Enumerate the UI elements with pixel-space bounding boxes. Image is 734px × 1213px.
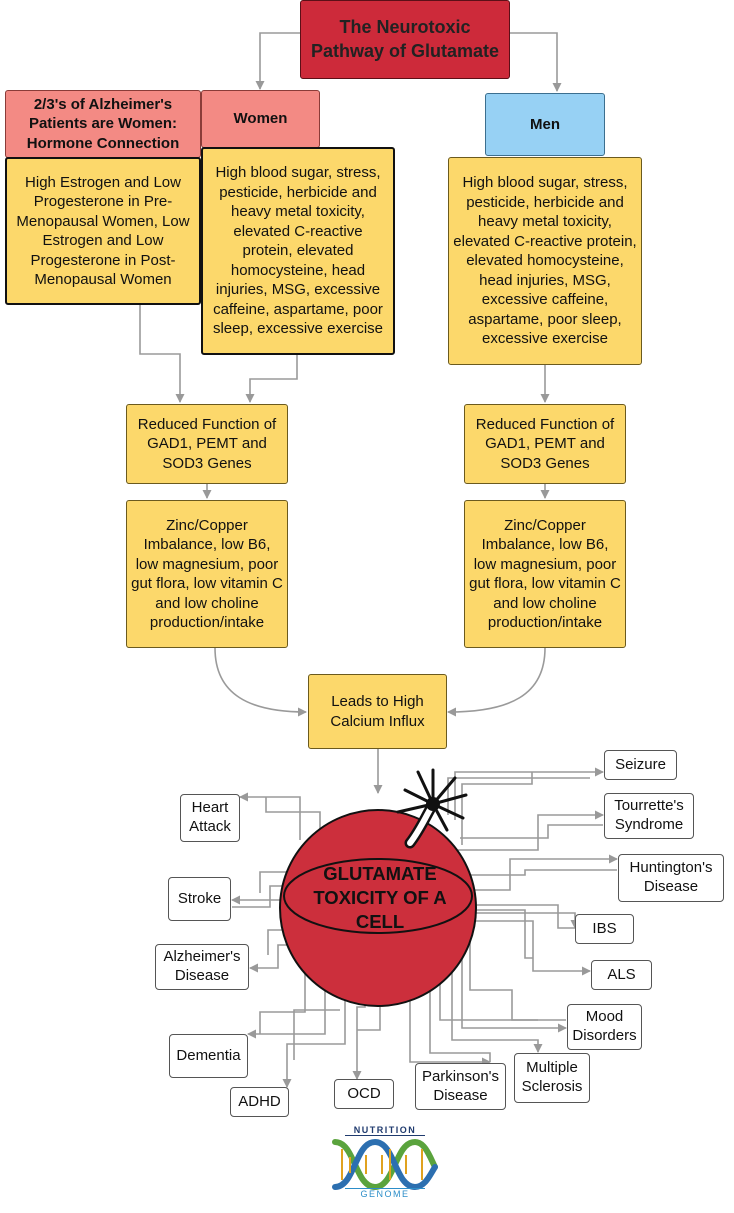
nutrients-box-right: Zinc/Copper Imbalance, low B6, low magne… [464,500,626,648]
conn-tourettes [458,810,604,851]
conn-heart-attack [239,792,301,840]
genes-box-right: Reduced Function of GAD1, PEMT and SOD3 … [464,404,626,484]
conn-ms-2 [439,975,538,1021]
women-factors-box: High blood sugar, stress, pesticide, her… [201,147,395,355]
conn-ibs-2 [470,904,575,929]
conn-als [470,920,591,976]
outcome-adhd: ADHD [230,1087,289,1117]
hormone-detail-box: High Estrogen and Low Progesterone in Pr… [5,157,201,305]
outcome-mood-disorders: Mood Disorders [567,1004,642,1050]
women-box: Women [201,90,320,148]
arrow-nutrients-calcium-right [447,647,546,717]
conn-seizure [454,767,604,820]
conn-ocd-2 [357,1000,381,1031]
arrow-hormone-genes [139,305,185,403]
men-factors-box: High blood sugar, stress, pesticide, her… [448,157,642,365]
outcome-heart-attack: Heart Attack [180,794,240,842]
conn-adhd-2 [293,1009,340,1060]
conn-mood-2 [469,930,566,1021]
outcome-huntingtons: Huntington's Disease [618,854,724,902]
conn-als-2 [468,909,533,959]
arrow-women-genes [245,355,298,403]
outcome-ocd: OCD [334,1079,394,1109]
genes-box-left: Reduced Function of GAD1, PEMT and SOD3 … [126,404,288,484]
outcome-stroke: Stroke [168,877,231,921]
logo-bottom-text: GENOME [345,1188,425,1199]
calcium-influx-box: Leads to High Calcium Influx [308,674,447,749]
arrow-title-men [510,32,562,92]
outcome-alzheimers: Alzheimer's Disease [155,944,249,990]
nutrients-box-left: Zinc/Copper Imbalance, low B6, low magne… [126,500,288,648]
conn-parkinsons-2 [429,950,491,1062]
conn-parkinsons [409,985,491,1067]
outcome-seizure: Seizure [604,750,677,780]
conn-seizure-3 [447,777,590,815]
title-box: The Neurotoxic Pathway of Glutamate [300,0,510,79]
outcome-ibs: IBS [575,914,634,944]
outcome-tourettes: Tourrette's Syndrome [604,793,694,839]
outcome-multiple-sclerosis: Multiple Sclerosis [514,1053,590,1103]
outcome-dementia: Dementia [169,1034,248,1078]
conn-ms [451,920,543,1053]
men-box: Men [485,93,605,156]
glutamate-toxicity-label: GLUTAMATE TOXICITY OF A CELL [313,863,447,933]
arrow-title-women [255,32,300,90]
arrow-nutrients-calcium-left [214,647,307,717]
outcome-parkinsons: Parkinson's Disease [415,1063,506,1110]
logo-top-text: NUTRITION [345,1125,425,1136]
dna-logo-icon [332,1138,438,1191]
outcome-als: ALS [591,960,652,990]
conn-dementia-2 [259,960,306,1034]
conn-tourettes-2 [460,824,603,839]
conn-stroke-3 [232,885,290,908]
hormone-connection-box: 2/3's of Alzheimer's Patients are Women:… [5,90,201,158]
conn-huntingtons-2 [470,869,617,876]
